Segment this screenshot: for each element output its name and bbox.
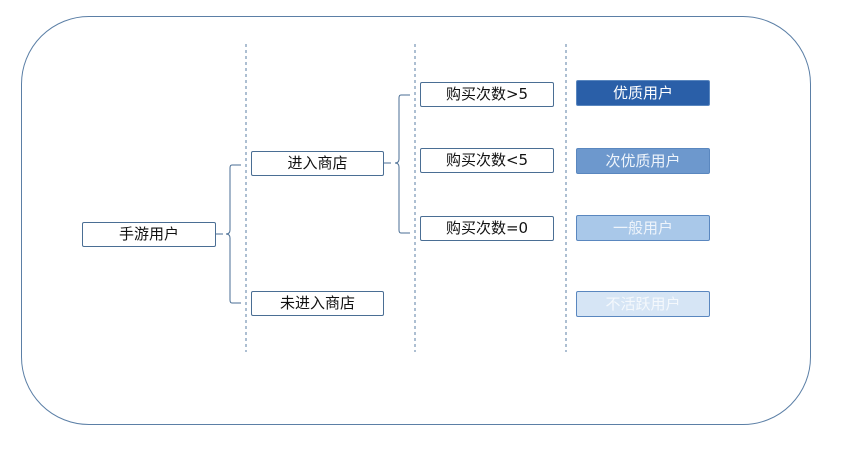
- tag-second-quality-users: 次优质用户: [576, 148, 710, 174]
- node-purchases-lt-5: 购买次数<5: [420, 148, 554, 173]
- tag-quality-users: 优质用户: [576, 80, 710, 106]
- node-entered-store: 进入商店: [251, 151, 384, 176]
- node-not-entered-store: 未进入商店: [251, 291, 384, 316]
- root-node-mobile-game-users: 手游用户: [82, 222, 216, 247]
- node-purchases-gt-5: 购买次数>5: [420, 82, 554, 107]
- tag-inactive-users: 不活跃用户: [576, 291, 710, 317]
- node-purchases-eq-0: 购买次数=0: [420, 216, 554, 241]
- bracket-enter-store: [384, 94, 410, 234]
- diagram-frame: [21, 16, 811, 425]
- tag-regular-users: 一般用户: [576, 215, 710, 241]
- bracket-root: [216, 164, 241, 304]
